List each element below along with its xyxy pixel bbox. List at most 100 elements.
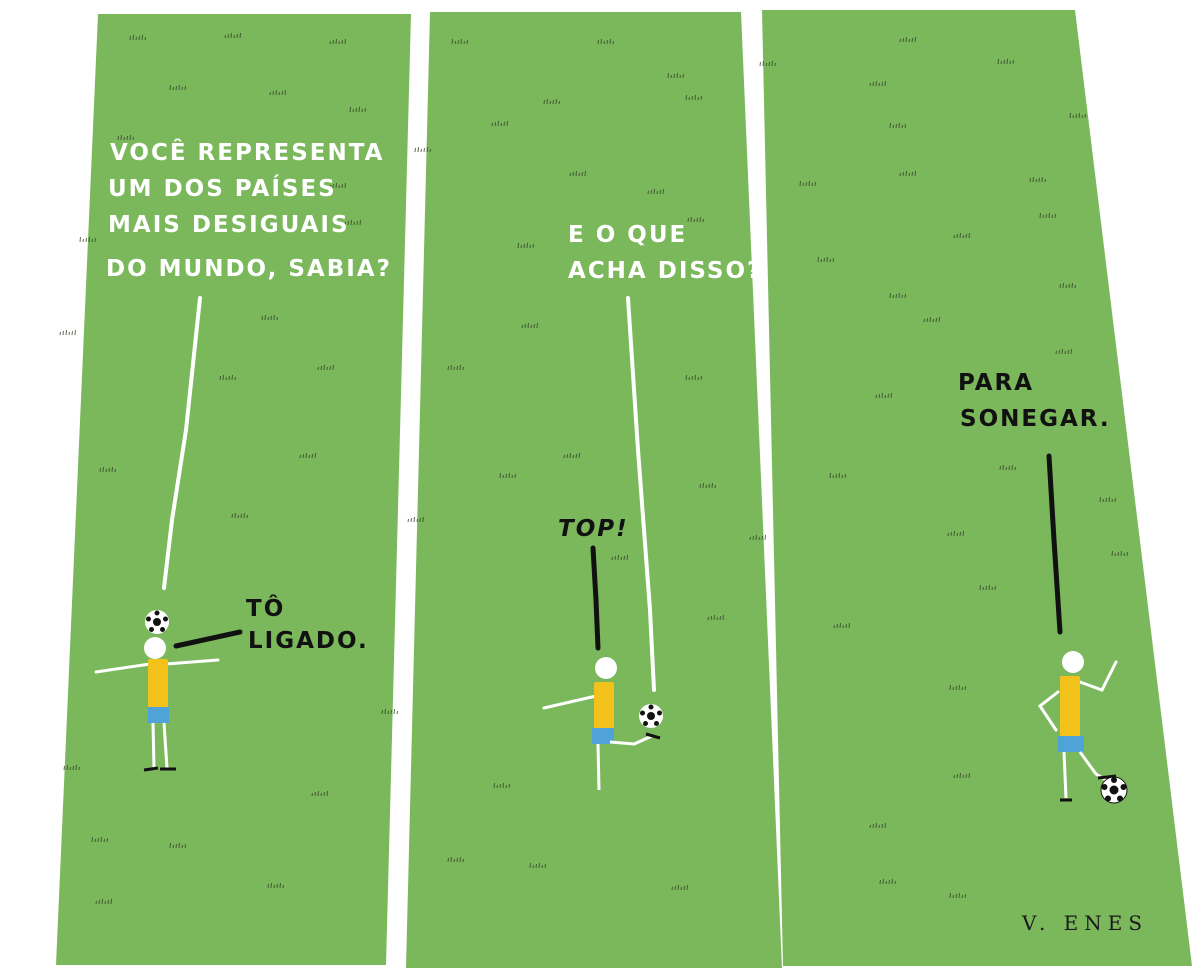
grass-tuft <box>521 322 538 329</box>
grass-tuft <box>947 530 964 537</box>
speech-balloon-text: PARA SONEGAR. <box>958 370 1111 432</box>
grass-tuft <box>889 122 906 129</box>
grass-tuft <box>949 892 966 899</box>
grass-tuft <box>1039 212 1056 219</box>
grass-tuft <box>923 316 940 323</box>
grass-tuft <box>1029 176 1046 183</box>
grass-tuft <box>447 856 464 863</box>
grass-tuft <box>569 170 586 177</box>
grass-tuft <box>889 292 906 299</box>
grass-tuft <box>833 622 850 629</box>
grass-tuft <box>817 256 834 263</box>
panel-2-field <box>406 12 782 968</box>
grass-tuft <box>869 80 886 87</box>
grass-tuft <box>499 472 516 479</box>
speech-line: TOP! <box>558 516 629 542</box>
grass-tuft <box>707 614 724 621</box>
grass-tuft <box>543 98 560 105</box>
speech-balloon-text: TÔ LIGADO. <box>246 594 369 654</box>
grass-tuft <box>979 584 996 591</box>
speech-line: SONEGAR. <box>960 406 1111 432</box>
grass-tuft <box>224 32 241 39</box>
speech-line: DO MUNDO, SABIA? <box>106 256 392 282</box>
grass-tuft <box>563 452 580 459</box>
grass-tuft <box>447 364 464 371</box>
speech-tail-off-panel-2 <box>626 296 656 692</box>
grass-tuft <box>999 464 1016 471</box>
panel-3: PARA SONEGAR. V. ENES <box>958 370 1148 935</box>
grass-tuft <box>299 452 316 459</box>
artist-signature: V. ENES <box>1021 911 1148 935</box>
speech-line: VOCÊ REPRESENTA <box>110 138 384 166</box>
soccer-ball-icon <box>639 704 663 728</box>
grass-tuft <box>59 329 76 336</box>
player-shirt <box>148 659 168 709</box>
grass-tuft <box>91 836 108 843</box>
player-shorts <box>1058 736 1084 752</box>
soccer-ball-icon <box>1100 776 1128 804</box>
grass-tuft <box>219 374 236 381</box>
player-head <box>144 637 166 659</box>
grass-tuft <box>261 314 278 321</box>
grass-tuft <box>875 392 892 399</box>
grass-tuft <box>869 822 886 829</box>
grass-tuft <box>879 878 896 885</box>
grass-tuft <box>117 134 134 141</box>
grass-tuft <box>451 38 468 45</box>
grass-tuft <box>169 84 186 91</box>
speech-line: TÔ <box>246 594 285 622</box>
soccer-player-figure <box>94 610 220 772</box>
grass-tuft <box>687 216 704 223</box>
grass-tuft <box>953 772 970 779</box>
speech-tail-player-3 <box>1046 453 1063 635</box>
grass-tuft <box>1111 550 1128 557</box>
grass-tuft <box>597 38 614 45</box>
grass-tuft <box>311 790 328 797</box>
grass-tuft <box>529 862 546 869</box>
grass-tuft <box>231 512 248 519</box>
grass-tuft <box>759 60 776 67</box>
grass-tuft <box>329 182 346 189</box>
grass-tuft <box>699 482 716 489</box>
grass-tuft <box>414 146 431 153</box>
grass-tuft <box>491 120 508 127</box>
speech-line: E O QUE <box>568 222 687 248</box>
grass-tuft <box>749 534 766 541</box>
grass-tuft <box>129 34 146 41</box>
speech-tail-player-1 <box>173 629 243 649</box>
player-shirt <box>594 682 614 730</box>
panel-1-field <box>56 14 411 965</box>
speech-balloon-text: E O QUE ACHA DISSO? <box>568 222 762 284</box>
grass-tuft <box>953 232 970 239</box>
grass-tuft <box>1099 496 1116 503</box>
grass-tuft <box>349 106 366 113</box>
grass-texture <box>59 32 1128 905</box>
speech-line: UM DOS PAÍSES <box>108 174 337 202</box>
grass-tuft <box>317 364 334 371</box>
grass-tuft <box>685 94 702 101</box>
grass-tuft <box>667 72 684 79</box>
grass-tuft <box>63 764 80 771</box>
speech-line: ACHA DISSO? <box>568 258 762 284</box>
grass-tuft <box>997 58 1014 65</box>
player-shorts <box>592 728 614 744</box>
grass-tuft <box>671 884 688 891</box>
speech-line: LIGADO. <box>248 628 369 654</box>
player-head <box>1062 651 1084 673</box>
grass-tuft <box>899 170 916 177</box>
panel-3-field <box>762 10 1192 966</box>
grass-tuft <box>329 38 346 45</box>
speech-tail-off-panel-1 <box>162 296 202 590</box>
grass-tuft <box>517 242 534 249</box>
grass-tuft <box>169 842 186 849</box>
speech-balloon-text: VOCÊ REPRESENTA UM DOS PAÍSES MAIS DESIG… <box>106 138 395 282</box>
grass-tuft <box>1059 282 1076 289</box>
grass-tuft <box>95 898 112 905</box>
player-shorts <box>148 707 169 723</box>
grass-tuft <box>267 882 284 889</box>
grass-tuft <box>1069 112 1086 119</box>
grass-tuft <box>79 236 96 243</box>
grass-tuft <box>829 472 846 479</box>
grass-tuft <box>407 516 424 523</box>
